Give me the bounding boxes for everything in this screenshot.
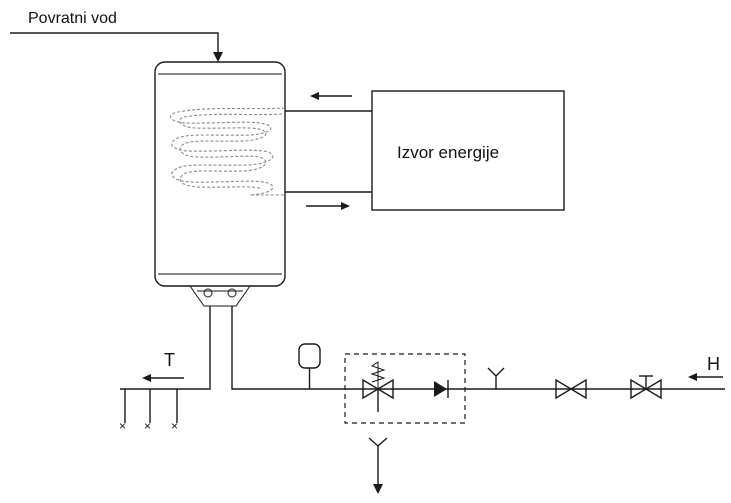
svg-text:×: × [171,419,178,433]
svg-text:×: × [119,419,126,433]
expansion-vessel [298,343,321,389]
hot-outlet-label: T [164,350,175,370]
safety-valve [362,361,394,412]
tap-icon: × [171,419,178,433]
return-line-label: Povratni vod [28,10,117,27]
test-cock [487,367,505,389]
tap-icon: × [119,419,126,433]
svg-text:×: × [144,419,151,433]
stop-valve [630,375,662,400]
return-line-pipe [10,32,223,62]
storage-tank [154,61,286,287]
hot-water-outlet-pipe [120,306,211,423]
arrow-left-icon [142,374,184,382]
check-valve [434,380,449,398]
drain-funnel [368,437,388,494]
safety-group-box [344,353,466,424]
energy-source-label: Izvor energije [397,143,499,162]
shutoff-valve [555,378,587,400]
energy-source-box [371,90,565,211]
tank-outlet-fitting [189,285,251,307]
heating-coil [169,107,286,196]
arrow-left-icon [688,373,723,381]
arrow-right-icon [306,202,350,210]
cold-water-inlet-pipe [231,306,725,390]
arrow-left-icon [310,92,352,100]
tap-icon: × [144,419,151,433]
cold-inlet-label: H [707,354,720,374]
